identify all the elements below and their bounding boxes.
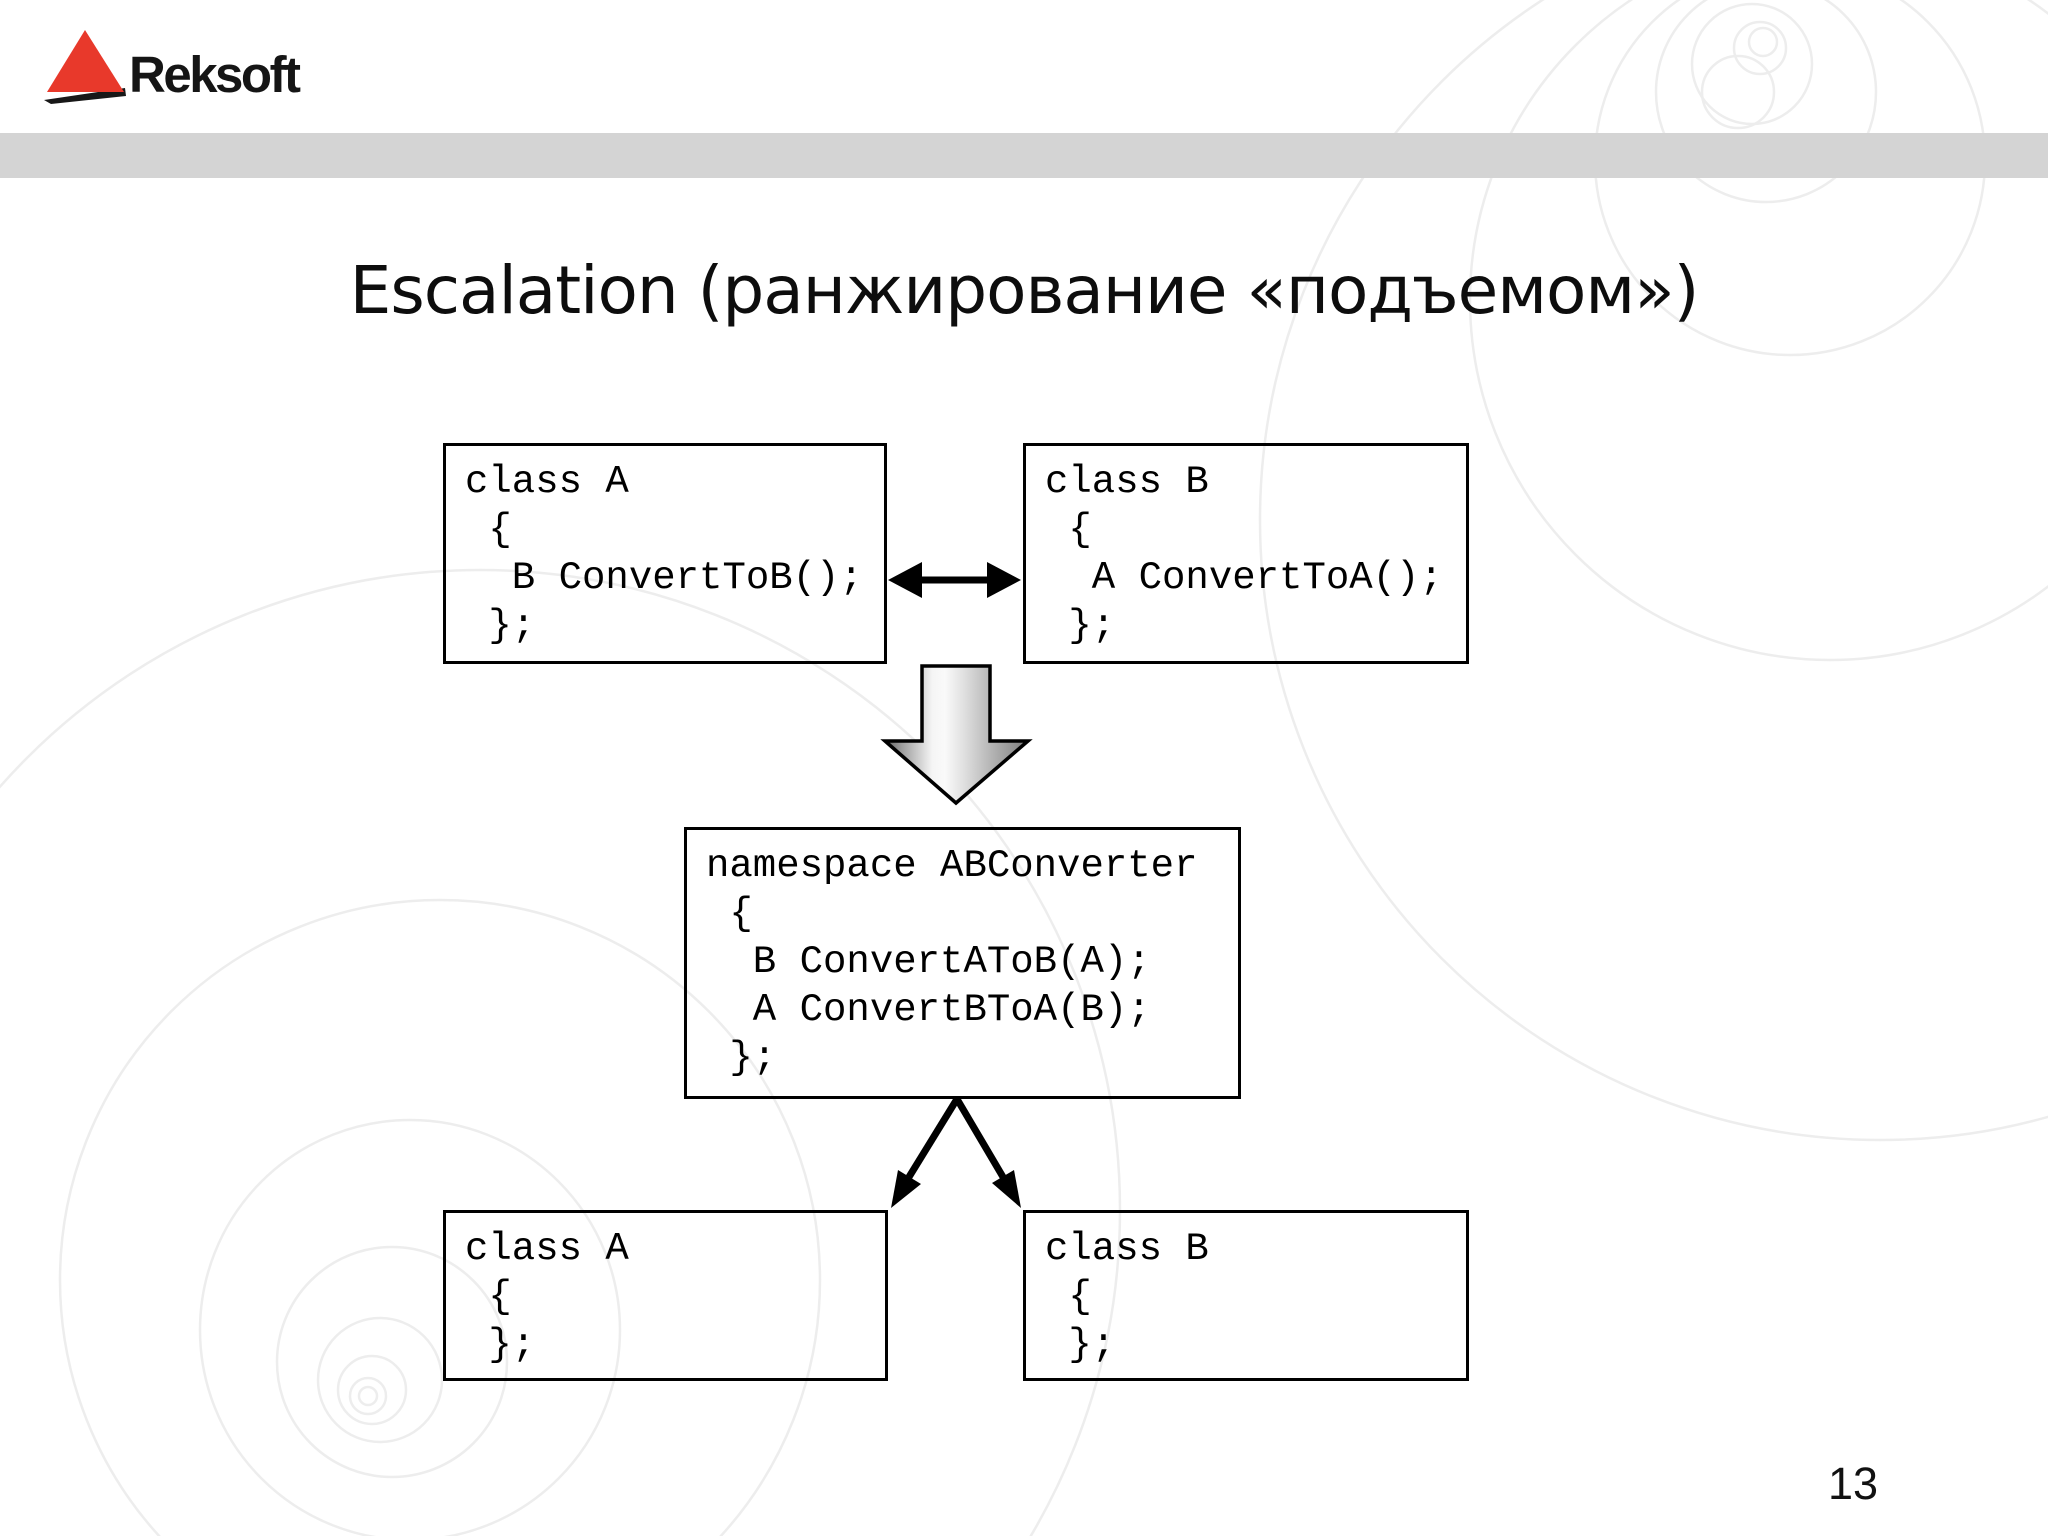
code-box-class-b-top: class B { A ConvertToA(); }; xyxy=(1023,443,1469,664)
code-box-class-b-bottom: class B { }; xyxy=(1023,1210,1469,1381)
code-box-class-a-bottom: class A { }; xyxy=(443,1210,888,1381)
code-box-namespace-abconverter: namespace ABConverter { B ConvertAToB(A)… xyxy=(684,827,1241,1099)
reksoft-triangle-icon xyxy=(44,30,126,104)
fork-arrow-right-icon xyxy=(953,1097,1021,1208)
big-down-arrow-icon xyxy=(880,664,1033,806)
slide-title: Escalation (ранжирование «подъемом») xyxy=(349,252,1700,329)
page-number: 13 xyxy=(1828,1458,1879,1509)
bidirectional-arrow-icon xyxy=(888,562,1021,598)
header-bar xyxy=(0,133,2048,178)
fork-arrow-left-icon xyxy=(891,1097,960,1208)
code-box-class-a-top: class A { B ConvertToB(); }; xyxy=(443,443,887,664)
reksoft-logo: Reksoft xyxy=(0,0,420,120)
logo-text: Reksoft xyxy=(129,46,301,103)
